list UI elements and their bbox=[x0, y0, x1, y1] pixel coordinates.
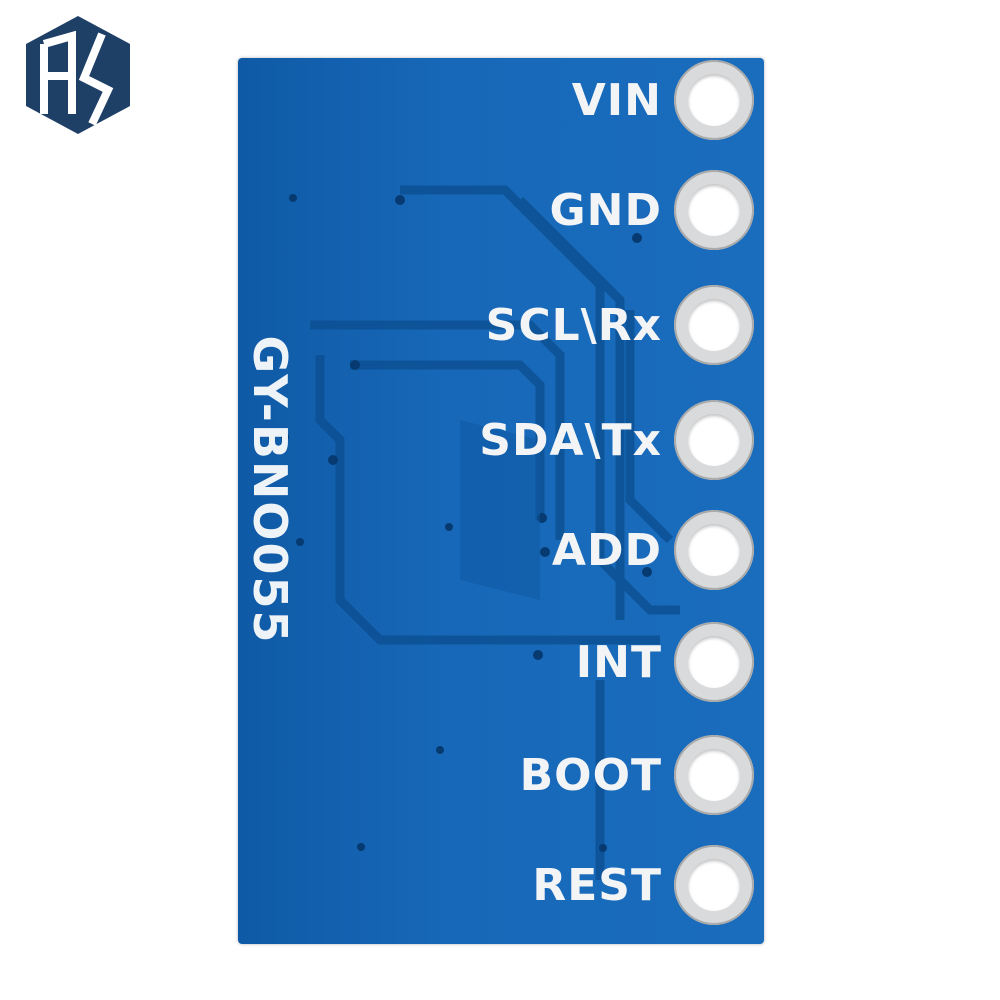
pin-pad-boot bbox=[674, 735, 754, 815]
pin-pad-vin bbox=[674, 60, 754, 140]
pin-label-gnd: GND bbox=[549, 185, 662, 236]
pin-label-int: INT bbox=[575, 637, 662, 688]
pin-label-sda-tx: SDA\Tx bbox=[479, 415, 662, 466]
pin-pad-int bbox=[674, 622, 754, 702]
watermark-logo bbox=[460, 420, 540, 600]
pin-label-boot: BOOT bbox=[519, 750, 662, 801]
pin-label-vin: VIN bbox=[571, 75, 662, 126]
pin-label-rest: REST bbox=[532, 860, 662, 911]
pin-pad-rest bbox=[674, 845, 754, 925]
pin-label-add: ADD bbox=[551, 525, 662, 576]
pin-label-scl-rx: SCL\Rx bbox=[485, 300, 662, 351]
pin-pad-gnd bbox=[674, 170, 754, 250]
pin-pad-scl-rx bbox=[674, 285, 754, 365]
pin-pad-sda-tx bbox=[674, 400, 754, 480]
brand-logo bbox=[26, 16, 130, 134]
pin-pad-add bbox=[674, 510, 754, 590]
board-model-label: GY-BNO055 bbox=[243, 335, 297, 645]
